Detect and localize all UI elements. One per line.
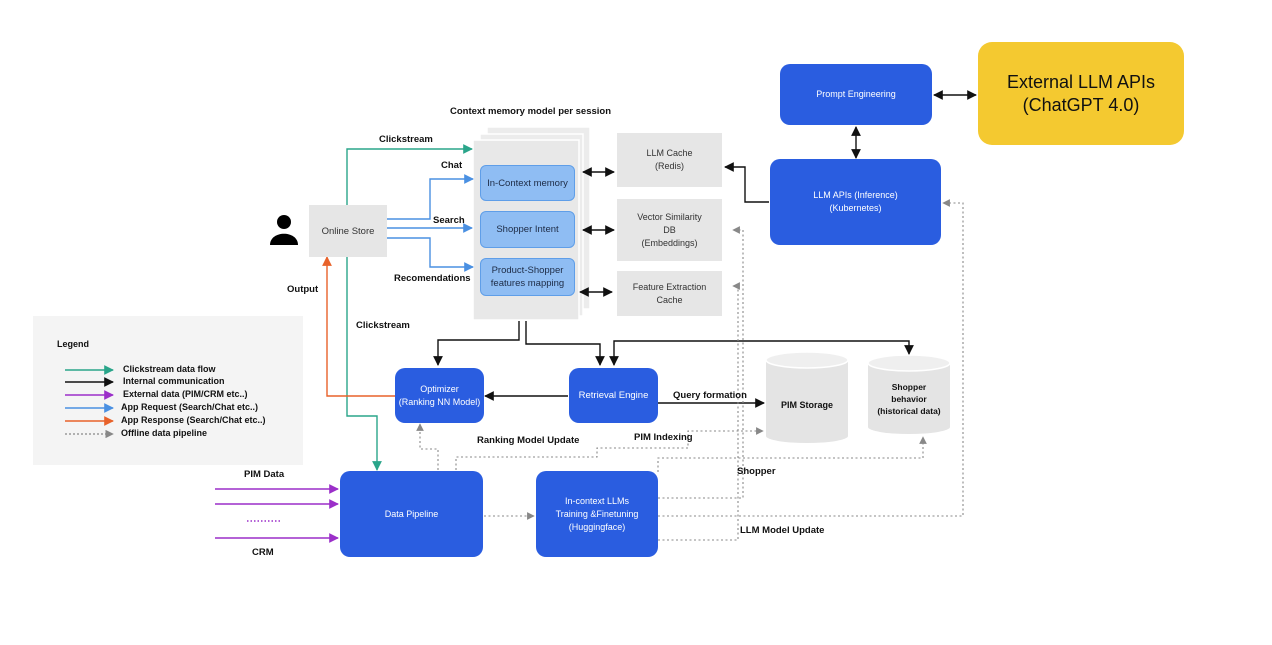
legend-swatches <box>65 365 114 439</box>
context-retrieval-arrow <box>525 321 605 366</box>
external-llm-box <box>978 42 1184 145</box>
llmapi-cache-arrow <box>724 162 769 203</box>
clickstream-top-arrow <box>346 144 473 207</box>
external-llm-node[interactable]: External LLM APIs (ChatGPT 4.0) <box>1006 71 1156 115</box>
legend-title: Legend <box>57 339 90 349</box>
ranking-update-label: Ranking Model Update <box>477 435 580 446</box>
clickstream-top-label: Clickstream <box>379 134 433 145</box>
ranking-update-dotted <box>416 423 439 470</box>
retrieval-engine-node[interactable]: Retrieval Engine <box>569 368 658 423</box>
legend-item-clickstream: Clickstream data flow <box>123 364 216 374</box>
legend-item-request: App Request (Search/Chat etc..) <box>121 402 259 412</box>
online-store-node[interactable]: Online Store <box>309 205 387 257</box>
recommendations-arrow <box>387 237 474 272</box>
output-label: Output <box>287 284 319 295</box>
output-arrow <box>322 256 396 397</box>
pim-indexing-label: PIM Indexing <box>634 432 693 443</box>
user-icon <box>270 215 298 245</box>
shopper-intent-node[interactable]: Shopper Intent <box>480 211 575 248</box>
feature-cache-dotted <box>658 282 740 541</box>
context-memory-title: Context memory model per session <box>450 106 612 117</box>
search-label: Search <box>433 215 465 226</box>
prompt-engineering-node[interactable]: Prompt Engineering <box>780 64 932 125</box>
retrieval-shopper-arrow <box>609 340 914 366</box>
legend-item-external: External data (PIM/CRM etc..) <box>123 389 248 399</box>
llm-apis-node[interactable]: LLM APIs (Inference) (Kubernetes) <box>770 159 941 245</box>
in-context-memory-node[interactable]: In-Context memory <box>480 165 575 201</box>
vector-db-node[interactable]: Vector Similarity DB (Embeddings) <box>617 199 722 261</box>
shopper-behavior-node[interactable]: Shopper behavior (historical data) <box>877 382 941 416</box>
llm-update-label: LLM Model Update <box>740 525 825 536</box>
pim-storage-node[interactable]: PIM Storage <box>780 399 833 410</box>
clickstream-left-label: Clickstream <box>356 320 410 331</box>
pim-data-label: PIM Data <box>244 469 285 480</box>
pim-indexing-dotted <box>455 427 764 470</box>
crm-label: CRM <box>252 547 274 558</box>
llm-cache-node[interactable]: LLM Cache (Redis) <box>617 133 722 187</box>
data-pipeline-node[interactable]: Data Pipeline <box>340 471 483 557</box>
recommendations-label: Recomendations <box>394 273 471 284</box>
incontext-llms-node[interactable]: In-context LLMs Training &Finetuning (Hu… <box>536 471 658 557</box>
context-optimizer-arrow <box>433 321 520 366</box>
optimizer-node[interactable]: Optimizer (Ranking NN Model) <box>395 368 484 423</box>
shopper-label: Shopper <box>737 466 776 477</box>
clickstream-left-arrow <box>346 256 382 471</box>
legend-item-response: App Response (Search/Chat etc..) <box>121 415 266 425</box>
product-shopper-node[interactable]: Product-Shopper features mapping <box>480 258 575 296</box>
legend-item-internal: Internal communication <box>123 376 225 386</box>
shopper-dotted <box>657 436 927 472</box>
legend-item-offline: Offline data pipeline <box>121 428 208 438</box>
chat-arrow <box>387 174 474 220</box>
feature-cache-node[interactable]: Feature Extraction Cache <box>617 271 722 316</box>
vector-db-dotted <box>658 226 744 499</box>
query-formation-label: Query formation <box>673 390 747 401</box>
chat-label: Chat <box>441 160 463 171</box>
